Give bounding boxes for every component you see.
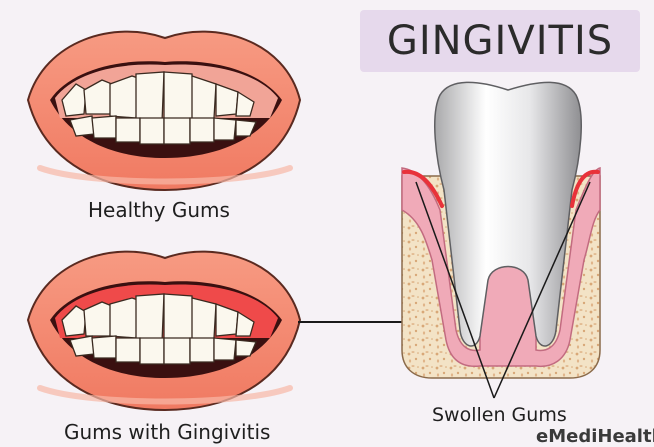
title-banner: GINGIVITIS [360, 10, 640, 72]
healthy-mouth-illustration [26, 30, 302, 192]
swollen-gums-label: Swollen Gums [432, 404, 567, 426]
tooth-cross-section [401, 81, 601, 399]
healthy-gums-label: Healthy Gums [88, 198, 230, 222]
page-title: GINGIVITIS [386, 18, 614, 64]
gingivitis-gums-label: Gums with Gingivitis [64, 420, 271, 444]
gingivitis-mouth-illustration [26, 250, 302, 412]
brand-logo: eMediHealth [536, 426, 654, 447]
